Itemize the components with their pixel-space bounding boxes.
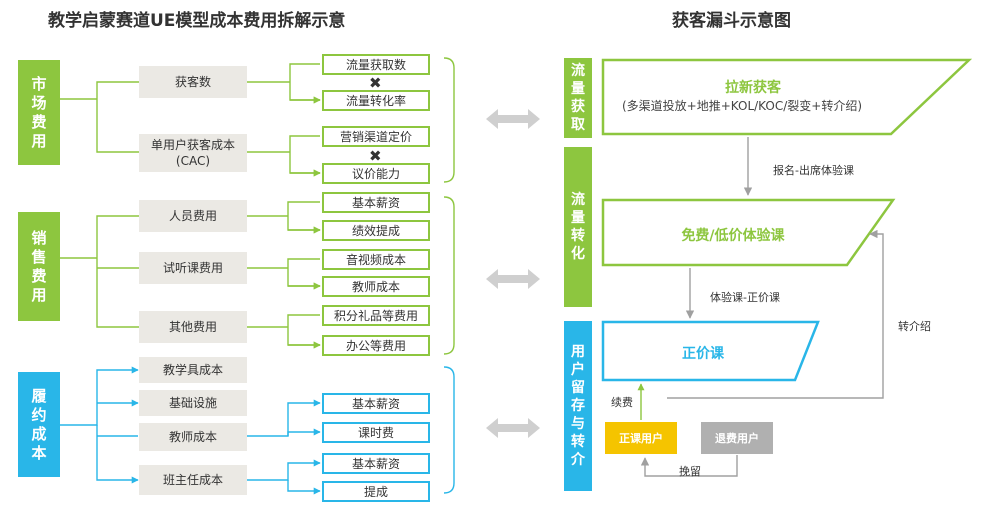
funnel-mid-title: 免费/低价体验课 — [681, 228, 785, 244]
sub-class-teacher-cost: 班主任成本 — [139, 465, 247, 495]
sub-trial-class-cost: 试听课费用 — [139, 252, 247, 284]
right-title: 获客漏斗示意图 — [672, 11, 791, 31]
leaf-commission: 提成 — [322, 481, 430, 502]
leaf-base-salary-2: 基本薪资 — [322, 393, 430, 414]
label-referral: 转介绍 — [898, 320, 931, 333]
label-renewal: 续费 — [611, 396, 633, 409]
category-market: 市场费用 — [18, 60, 60, 165]
stage-traffic-acquisition: 流量获取 — [564, 58, 592, 138]
sub-other-cost: 其他费用 — [139, 311, 247, 343]
sub-acquisition-count: 获客数 — [139, 66, 247, 98]
leaf-hourly-fee: 课时费 — [322, 422, 430, 443]
leaf-gift-cost: 积分礼品等费用 — [322, 305, 430, 326]
sub-infrastructure: 基础设施 — [139, 390, 247, 416]
multiply-icon: ✖ — [369, 74, 382, 92]
funnel-top-subtitle: (多渠道投放+地推+KOL/KOC/裂变+转介绍) — [622, 99, 862, 113]
leaf-base-salary-3: 基本薪资 — [322, 453, 430, 474]
leaf-traffic-count: 流量获取数 — [322, 54, 430, 75]
stage-traffic-conversion: 流量转化 — [564, 147, 592, 307]
category-sales: 销售费用 — [18, 212, 60, 321]
leaf-office-cost: 办公等费用 — [322, 335, 430, 356]
sub-cac: 单用户获客成本 (CAC) — [139, 134, 247, 172]
category-fulfillment: 履约成本 — [18, 372, 60, 477]
leaf-performance-commission: 绩效提成 — [322, 220, 430, 241]
leaf-teacher-cost: 教师成本 — [322, 276, 430, 297]
leaf-bargaining-power: 议价能力 — [322, 163, 430, 184]
funnel-top-title: 拉新获客 — [725, 80, 781, 96]
left-title: 教学启蒙赛道UE模型成本费用拆解示意 — [48, 11, 346, 31]
funnel-bottom-title: 正价课 — [682, 346, 724, 362]
paid-user-box: 正课用户 — [605, 422, 677, 454]
sub-staff-cost: 人员费用 — [139, 200, 247, 232]
sub-teaching-aids: 教学具成本 — [139, 357, 247, 383]
leaf-channel-pricing: 营销渠道定价 — [322, 126, 430, 147]
leaf-base-salary: 基本薪资 — [322, 192, 430, 213]
sub-teacher-cost: 教师成本 — [139, 423, 247, 451]
label-signup-attend: 报名-出席体验课 — [773, 164, 854, 177]
multiply-icon: ✖ — [369, 147, 382, 165]
leaf-traffic-conversion: 流量转化率 — [322, 90, 430, 111]
leaf-av-cost: 音视频成本 — [322, 249, 430, 270]
refund-user-box: 退费用户 — [701, 422, 773, 454]
label-retain: 挽留 — [679, 465, 701, 478]
label-trial-to-paid: 体验课-正价课 — [710, 291, 780, 304]
stage-retention-referral: 用户留存与转介 — [564, 321, 592, 491]
